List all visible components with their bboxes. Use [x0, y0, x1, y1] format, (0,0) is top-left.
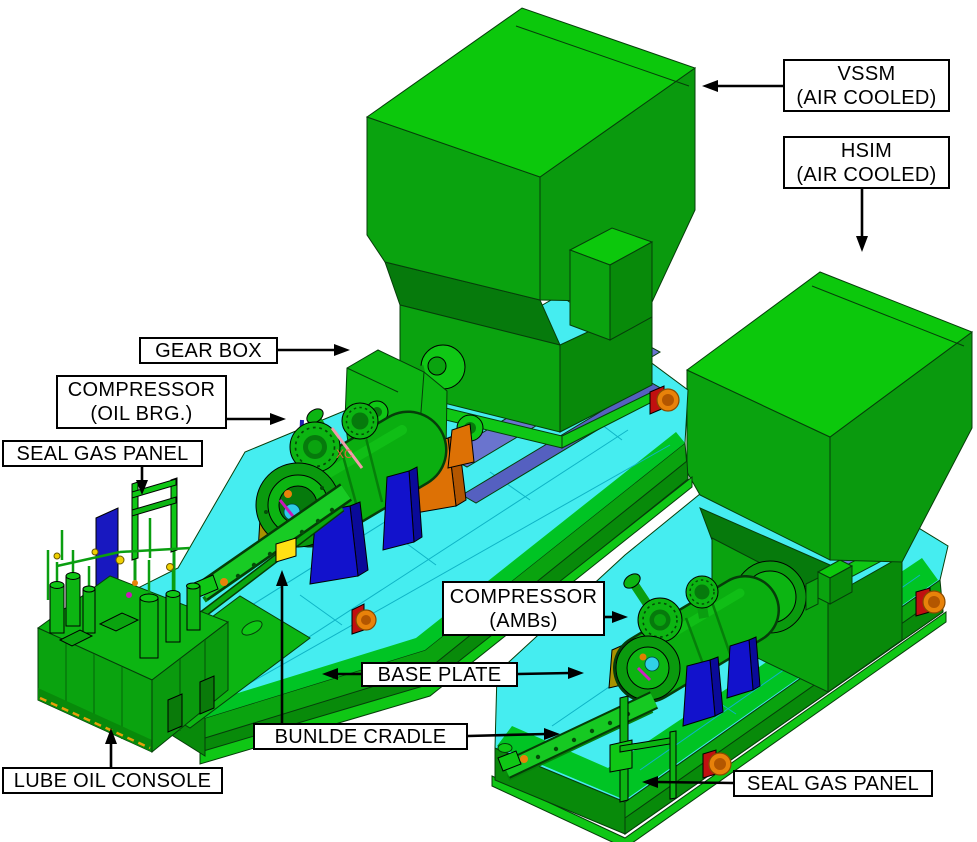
- label-compressor-ambs-line2: (AMBs): [489, 609, 558, 632]
- orange-wedge: [447, 423, 475, 469]
- label-hsim-line1: HSIM: [840, 139, 893, 162]
- deck-fitting: [241, 620, 263, 636]
- axis-marker-text: XC: [336, 447, 353, 461]
- bundle-cradle-left: [153, 483, 352, 654]
- flanges-left-plate: [351, 385, 680, 635]
- arrowhead-seal-gas-right: [642, 776, 658, 788]
- label-base-plate: BASE PLATE: [361, 662, 518, 687]
- label-gear-box: GEAR BOX: [139, 337, 278, 364]
- label-lube-oil-console: LUBE OIL CONSOLE: [2, 767, 223, 794]
- blue-wedge: [382, 470, 415, 551]
- label-lube-oil-console-text: LUBE OIL CONSOLE: [13, 769, 212, 792]
- label-vssm: VSSM (AIR COOLED): [783, 59, 950, 112]
- label-seal-gas-panel-right-text: SEAL GAS PANEL: [746, 772, 920, 795]
- arrowhead-vssm: [702, 80, 718, 92]
- arrowhead-compressor-ambs: [612, 611, 628, 623]
- blue-wedge: [682, 659, 716, 727]
- arrowhead-lube-oil: [105, 728, 117, 744]
- seal-gas-panel-left: [131, 477, 178, 600]
- label-compressor-oil-line2: (OIL BRG.): [90, 403, 193, 425]
- label-seal-gas-panel-right: SEAL GAS PANEL: [733, 770, 933, 797]
- label-hsim-line2: (AIR COOLED): [796, 163, 937, 186]
- label-gear-box-text: GEAR BOX: [155, 339, 262, 362]
- label-vssm-line2: (AIR COOLED): [796, 86, 937, 109]
- vssm-motor: [365, 7, 697, 449]
- label-seal-gas-panel-left-text: SEAL GAS PANEL: [16, 442, 189, 465]
- deck-fitting: [497, 743, 513, 753]
- label-compressor-oil-brg: COMPRESSOR (OIL BRG.): [56, 375, 227, 429]
- arrowhead-base-plate-right: [568, 667, 584, 679]
- arrowhead-seal-gas-left: [136, 480, 148, 495]
- flanges-right-plate: [702, 587, 946, 779]
- arrowhead-gear-box: [334, 344, 350, 356]
- label-vssm-line1: VSSM: [837, 62, 896, 85]
- blue-wedge: [726, 639, 754, 699]
- lube-oil-console: [37, 507, 230, 754]
- callout-arrows: [105, 80, 868, 788]
- arrowhead-bundle-up: [276, 570, 288, 586]
- label-compressor-ambs-line1: COMPRESSOR: [449, 585, 598, 608]
- label-seal-gas-panel-left: SEAL GAS PANEL: [2, 440, 203, 467]
- label-hsim: HSIM (AIR COOLED): [783, 136, 950, 189]
- compressor-ambs: [608, 573, 780, 727]
- label-compressor-ambs: COMPRESSOR (AMBs): [442, 581, 605, 636]
- arrowhead-base-plate-left: [322, 668, 338, 680]
- arrowhead-hsim: [856, 236, 868, 252]
- yellow-slide-block: [275, 537, 297, 563]
- label-base-plate-text: BASE PLATE: [377, 663, 502, 686]
- label-bundle-cradle: BUNLDE CRADLE: [253, 723, 468, 750]
- label-bundle-cradle-text: BUNLDE CRADLE: [274, 725, 447, 748]
- label-compressor-oil-line1: COMPRESSOR: [67, 379, 216, 401]
- arrowhead-bundle-right: [544, 728, 560, 740]
- arrowhead-compressor-oil: [270, 413, 286, 425]
